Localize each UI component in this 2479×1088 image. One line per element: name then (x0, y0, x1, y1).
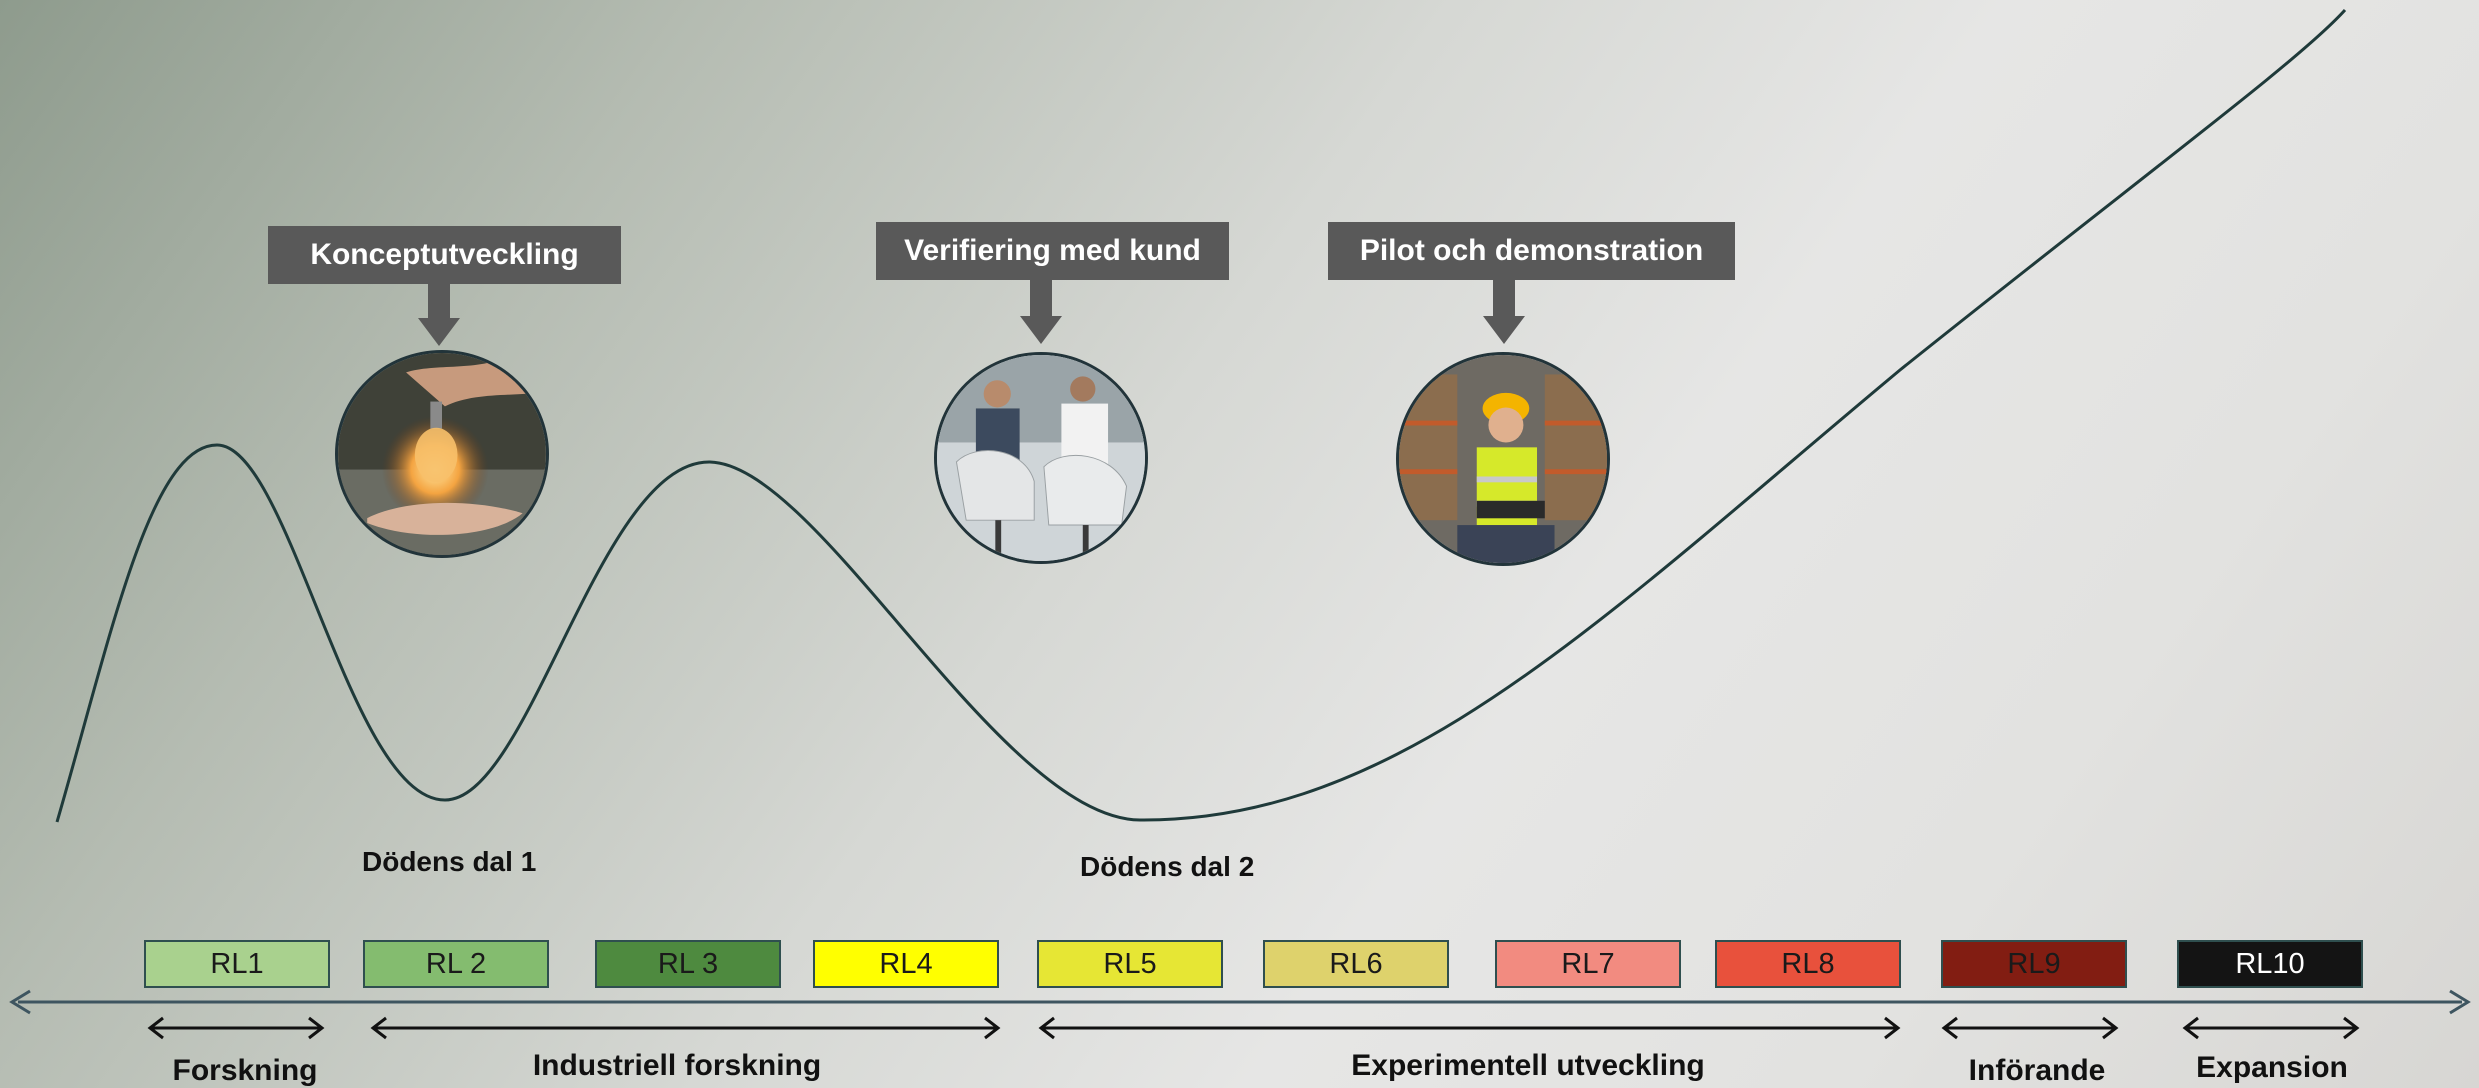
arrow-inforande (1941, 1016, 2119, 1040)
phase-label-forskning: Forskning (172, 1054, 318, 1087)
meeting-with-customer-image (937, 355, 1145, 561)
pointer-verify (1020, 280, 1062, 344)
meeting-photo (934, 352, 1148, 564)
rl-box-5: RL5 (1037, 940, 1223, 988)
rl-box-3: RL 3 (595, 940, 781, 988)
phase-label-inforande: Införande (1968, 1054, 2106, 1087)
rl-box-8: RL8 (1715, 940, 1901, 988)
rl-box-2: RL 2 (363, 940, 549, 988)
pilot-photo (1396, 352, 1610, 566)
rl-box-7: RL7 (1495, 940, 1681, 988)
rl-box-4: RL4 (813, 940, 999, 988)
horizontal-axis (9, 989, 2471, 1015)
arrow-forskning (147, 1016, 325, 1040)
warehouse-worker-image (1399, 355, 1607, 563)
arrow-expansion (2182, 1016, 2360, 1040)
callout-verifiering-med-kund: Verifiering med kund (876, 222, 1229, 280)
arrow-industriell-forskning (370, 1016, 1001, 1040)
phase-label-experimentell-utveckling: Experimentell utveckling (1351, 1049, 1705, 1082)
rl-box-6: RL6 (1263, 940, 1449, 988)
phase-label-industriell-forskning: Industriell forskning (532, 1049, 822, 1082)
callout-pointers (418, 280, 1525, 346)
rl-box-9: RL9 (1941, 940, 2127, 988)
pointer-concept (418, 284, 460, 346)
arrow-experimentell-utveckling (1038, 1016, 1901, 1040)
rl-box-1: RL1 (144, 940, 330, 988)
lightbulb-in-hand-image (338, 353, 546, 555)
phase-arrows (147, 1016, 2360, 1040)
valley-label-2: Dödens dal 2 (1080, 851, 1255, 882)
rl-box-10: RL10 (2177, 940, 2363, 988)
pointer-pilot (1483, 280, 1525, 344)
callout-pilot-och-demonstration: Pilot och demonstration (1328, 222, 1735, 280)
readiness-curve (55, 8, 2347, 823)
valley-label-1: Dödens dal 1 (362, 846, 537, 877)
lightbulb-photo (335, 350, 549, 558)
phase-label-expansion: Expansion (2196, 1051, 2348, 1084)
callout-konceptutveckling: Konceptutveckling (268, 226, 621, 284)
